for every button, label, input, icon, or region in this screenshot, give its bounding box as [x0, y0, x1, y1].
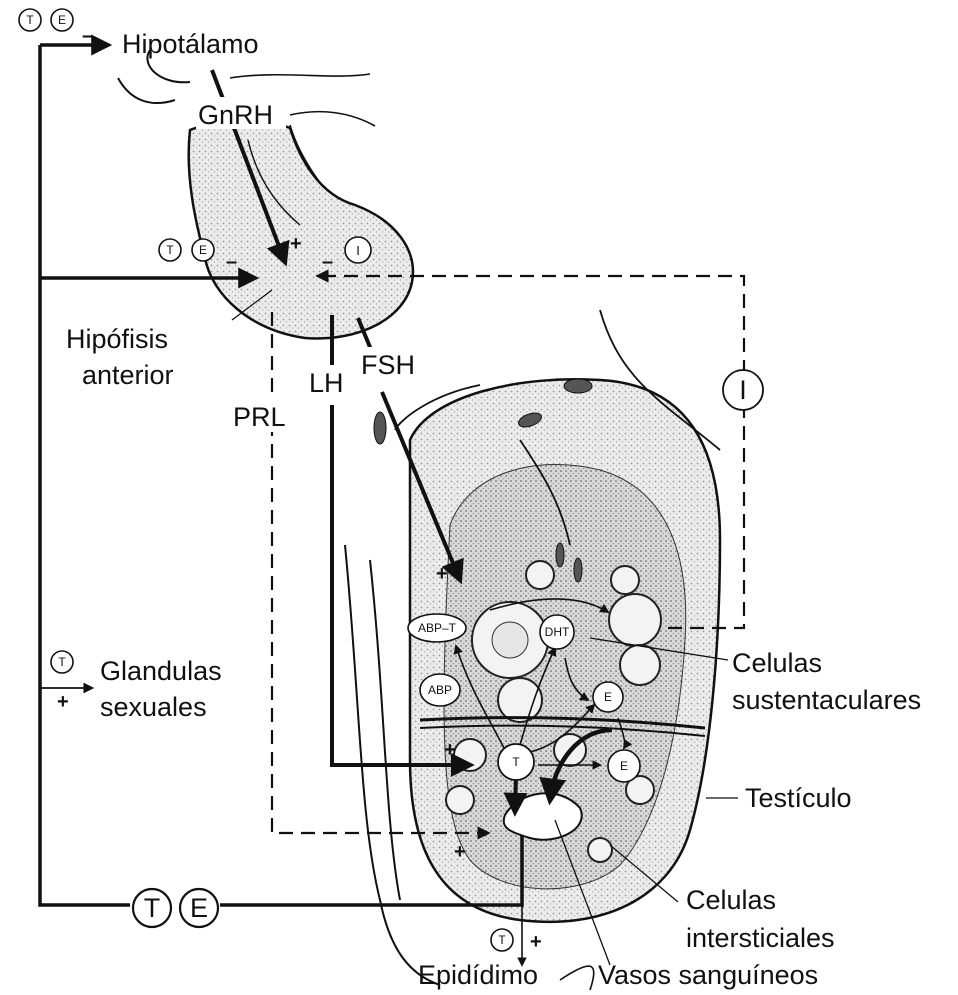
svg-text:T: T: [58, 655, 66, 669]
svg-text:E: E: [190, 893, 208, 923]
svg-text:E: E: [199, 243, 207, 257]
label-epididymis: Epidídimo: [418, 960, 538, 990]
svg-text:E: E: [620, 759, 628, 773]
svg-text:T: T: [166, 243, 174, 257]
sign-minus: –: [322, 251, 333, 273]
label-fsh: FSH: [361, 350, 415, 380]
svg-text:I: I: [356, 243, 360, 258]
label-interstitial-line2: intersticiales: [686, 923, 835, 953]
estrogen-symbol: E: [608, 750, 640, 782]
svg-text:ABP: ABP: [428, 683, 452, 697]
sign-plus: +: [444, 739, 456, 761]
hormone-symbol-t: T: [159, 239, 181, 261]
svg-text:T: T: [498, 933, 506, 947]
hormone-symbol-i: I: [723, 370, 763, 410]
label-sex-glands-line2: sexuales: [100, 692, 207, 722]
svg-text:DHT: DHT: [545, 625, 570, 639]
label-testis: Testículo: [745, 783, 852, 813]
sign-plus: +: [436, 563, 448, 585]
label-anterior-pituitary-line1: Hipófisis: [66, 324, 168, 354]
testosterone-symbol: T: [498, 744, 534, 780]
svg-text:T: T: [26, 13, 34, 27]
hormone-symbol-t: T: [19, 9, 41, 31]
label-sex-glands-line1: Glandulas: [100, 656, 222, 686]
svg-text:E: E: [604, 690, 612, 704]
hormone-symbol-t: T: [491, 929, 513, 951]
hormone-symbol-e: E: [51, 9, 73, 31]
sign-plus: +: [530, 931, 542, 953]
hormone-symbol-e: E: [180, 889, 218, 927]
sign-plus: +: [57, 691, 69, 713]
label-hypothalamus: Hipotálamo: [122, 29, 259, 59]
pituitary-gland: [189, 122, 413, 339]
hormone-symbol-t: T: [133, 889, 171, 927]
svg-text:E: E: [58, 13, 66, 27]
svg-text:T: T: [512, 755, 520, 769]
svg-text:ABP–T: ABP–T: [418, 621, 457, 635]
label-interstitial-line1: Celulas: [686, 885, 776, 915]
label-sustentacular-line1: Celulas: [732, 648, 822, 678]
hormone-symbol-e: E: [192, 239, 214, 261]
estrogen-symbol: E: [593, 682, 623, 712]
hormone-symbol-t: T: [51, 651, 73, 673]
label-lh: LH: [309, 368, 344, 398]
abp-symbol: ABP: [420, 674, 460, 706]
label-prl: PRL: [233, 402, 286, 432]
svg-text:T: T: [144, 893, 161, 923]
sign-plus: +: [454, 841, 466, 863]
hormone-symbol-i: I: [345, 237, 371, 263]
sign-minus: –: [82, 25, 93, 47]
sign-minus: –: [226, 251, 237, 273]
svg-text:I: I: [739, 375, 747, 405]
label-gnrh: GnRH: [198, 100, 273, 130]
label-anterior-pituitary-line2: anterior: [82, 360, 174, 390]
dht-symbol: DHT: [540, 615, 574, 649]
label-blood-vessels: Vasos sanguíneos: [598, 960, 818, 990]
abp-t-symbol: ABP–T: [408, 614, 466, 642]
sign-plus: +: [290, 233, 302, 255]
label-sustentacular-line2: sustentaculares: [732, 685, 921, 715]
